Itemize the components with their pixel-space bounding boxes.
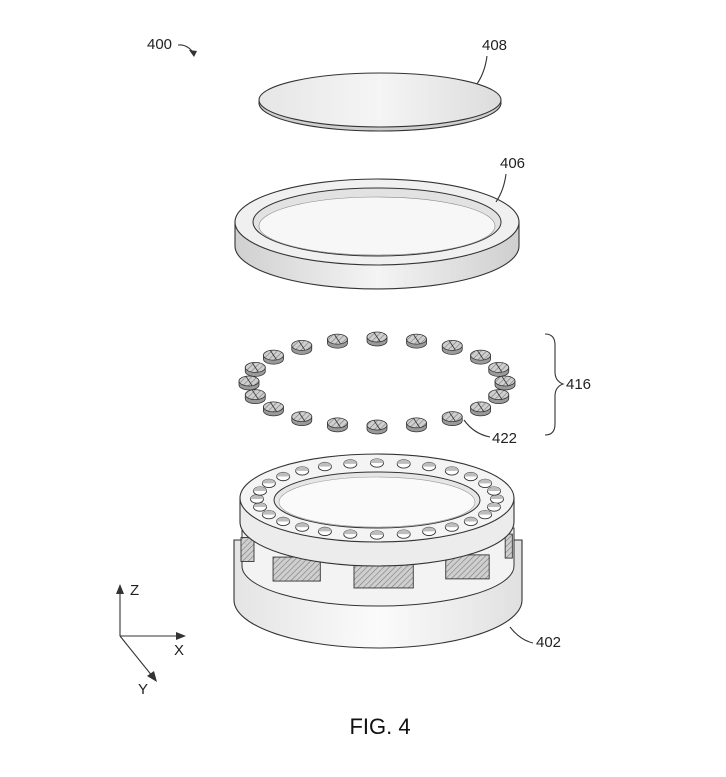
base-hole	[261, 478, 276, 489]
base-hole	[422, 526, 437, 537]
magnet	[327, 333, 348, 349]
magnet	[327, 417, 348, 433]
label-400-arrow	[177, 44, 197, 57]
base-hole	[490, 494, 504, 504]
base-hole	[276, 471, 291, 482]
base-hole	[370, 458, 384, 468]
magnet	[366, 331, 388, 347]
base-hole	[487, 502, 501, 512]
base-hole	[261, 509, 276, 520]
magnet	[441, 411, 463, 426]
magnet	[494, 375, 516, 391]
magnet	[263, 349, 284, 365]
base-hole	[343, 529, 358, 539]
base-hole	[478, 509, 493, 520]
leader-406	[495, 173, 507, 203]
label-408: 408	[482, 37, 507, 54]
magnet	[488, 362, 510, 377]
magnet	[470, 401, 491, 417]
magnet	[291, 340, 313, 355]
base-hole	[370, 530, 384, 540]
base-hole	[317, 526, 332, 537]
magnet	[441, 340, 463, 355]
base-window	[353, 563, 414, 589]
magnet	[263, 401, 284, 417]
base-hole	[253, 486, 267, 496]
axis-y-label: Y	[138, 681, 148, 698]
magnet	[244, 362, 266, 377]
base-holes	[250, 458, 504, 540]
ring-406	[234, 178, 520, 290]
label-402: 402	[536, 634, 561, 651]
magnet	[291, 411, 313, 426]
axis-z-label: Z	[130, 582, 139, 599]
axis-triad	[116, 584, 186, 682]
label-406: 406	[500, 155, 525, 172]
label-416: 416	[566, 376, 591, 393]
base-hole	[253, 502, 267, 512]
base-hole	[444, 466, 459, 476]
base-hole	[444, 522, 459, 532]
axis-x-label: X	[174, 642, 184, 659]
figure-caption: FIG. 4	[349, 714, 410, 739]
base-hole	[250, 494, 264, 504]
base-hole	[478, 478, 493, 489]
base-hole	[317, 461, 332, 472]
base-hole	[295, 466, 310, 476]
magnet	[488, 389, 510, 404]
leader-422	[463, 419, 491, 438]
base-hole	[396, 529, 411, 539]
magnet	[238, 375, 260, 391]
base-windows	[240, 533, 513, 589]
base-hole	[463, 516, 478, 527]
base-hole	[295, 522, 310, 532]
leader-408	[476, 55, 488, 85]
base-hole	[343, 459, 358, 469]
base-hole	[487, 486, 501, 496]
base-window	[240, 536, 255, 562]
base-hole	[422, 461, 437, 472]
leader-402	[509, 626, 534, 644]
base-402	[233, 453, 523, 649]
magnet-array	[238, 331, 516, 435]
magnet	[406, 417, 427, 433]
brace-416	[544, 333, 565, 436]
magnet	[406, 333, 427, 349]
magnet	[470, 349, 491, 365]
magnet	[366, 419, 388, 435]
label-400: 400	[147, 36, 172, 53]
cover-disc	[258, 72, 502, 132]
base-window	[504, 533, 513, 559]
base-hole	[396, 459, 411, 469]
base-hole	[463, 471, 478, 482]
label-422: 422	[492, 430, 517, 447]
base-hole	[276, 516, 291, 527]
magnet	[244, 389, 266, 404]
